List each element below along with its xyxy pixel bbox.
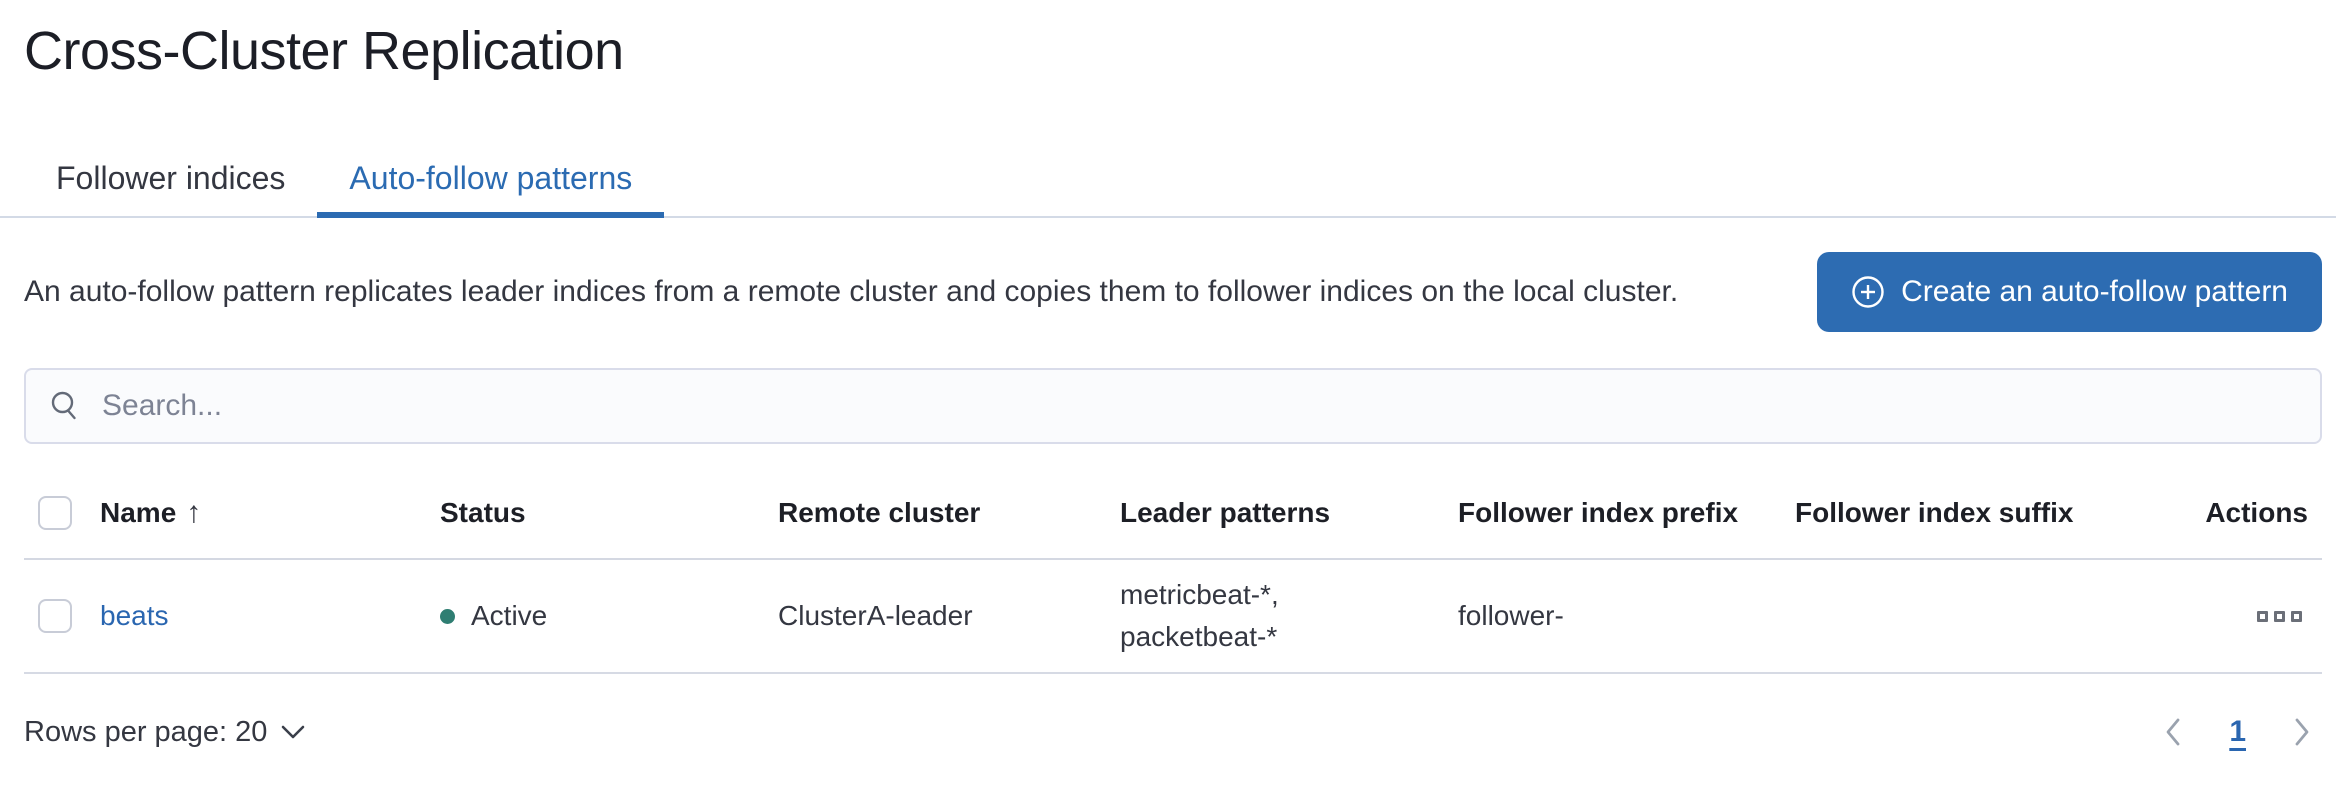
- intro-section: An auto-follow pattern replicates leader…: [24, 252, 2322, 332]
- create-button-label: Create an auto-follow pattern: [1901, 275, 2288, 308]
- select-all-checkbox[interactable]: [38, 496, 72, 530]
- table-footer: Rows per page: 20 1: [24, 690, 2322, 774]
- cell-actions: [2202, 605, 2322, 628]
- status-label: Active: [471, 600, 548, 631]
- rows-per-page-label: Rows per page: 20: [24, 715, 268, 748]
- search-input[interactable]: [102, 389, 2298, 423]
- create-auto-follow-pattern-button[interactable]: Create an auto-follow pattern: [1817, 252, 2322, 332]
- previous-page-button[interactable]: [2161, 714, 2185, 750]
- pattern-name-link[interactable]: beats: [100, 600, 169, 631]
- cell-leader-patterns: metricbeat-*, packetbeat-*: [1120, 579, 1279, 652]
- sort-ascending-icon: ↑: [186, 496, 202, 529]
- column-header-follower-index-suffix: Follower index suffix: [1795, 497, 2074, 528]
- column-header-leader-patterns: Leader patterns: [1120, 497, 1331, 528]
- page-description: An auto-follow pattern replicates leader…: [24, 275, 1679, 308]
- column-header-remote-cluster: Remote cluster: [778, 497, 981, 528]
- rows-per-page-button[interactable]: Rows per page: 20: [24, 716, 305, 749]
- chevron-down-icon: [282, 725, 305, 739]
- tab-follower-indices[interactable]: Follower indices: [24, 140, 317, 216]
- column-header-status: Status: [440, 497, 526, 528]
- header-checkbox-cell: [24, 496, 100, 530]
- row-select-checkbox[interactable]: [38, 599, 72, 633]
- cell-follower-index-prefix: follower-: [1458, 600, 1564, 631]
- auto-follow-patterns-table: Name ↑ Status Remote cluster Leader patt…: [24, 468, 2322, 674]
- row-checkbox-cell: [24, 599, 100, 633]
- search-bar: [24, 368, 2322, 444]
- boxes-horizontal-icon: [2257, 610, 2268, 622]
- chevron-left-icon: [2166, 718, 2180, 746]
- column-header-actions: Actions: [2205, 497, 2308, 528]
- chevron-right-icon: [2295, 718, 2309, 746]
- plus-in-circle-icon: [1852, 276, 1884, 308]
- cell-status: Active: [440, 595, 778, 637]
- cell-remote-cluster: ClusterA-leader: [778, 600, 973, 631]
- search-icon: [51, 391, 76, 420]
- tab-follower-indices-label: Follower indices: [56, 159, 286, 196]
- row-actions-button[interactable]: [2251, 605, 2308, 628]
- column-header-name[interactable]: Name ↑: [100, 496, 202, 529]
- tab-auto-follow-patterns[interactable]: Auto-follow patterns: [317, 140, 665, 218]
- table-row-beats: beats Active ClusterA-leader metricbeat-…: [24, 560, 2322, 674]
- page-number-current[interactable]: 1: [2229, 715, 2246, 748]
- column-header-follower-index-prefix: Follower index prefix: [1458, 497, 1739, 528]
- tab-auto-follow-patterns-label: Auto-follow patterns: [349, 159, 633, 196]
- tab-bar: Follower indices Auto-follow patterns: [0, 140, 2336, 218]
- pagination: 1: [2161, 714, 2322, 750]
- page-title: Cross-Cluster Replication: [24, 21, 624, 81]
- table-header-row: Name ↑ Status Remote cluster Leader patt…: [24, 468, 2322, 560]
- next-page-button[interactable]: [2290, 714, 2314, 750]
- status-active-dot: [440, 608, 455, 624]
- cell-name: beats: [100, 595, 440, 637]
